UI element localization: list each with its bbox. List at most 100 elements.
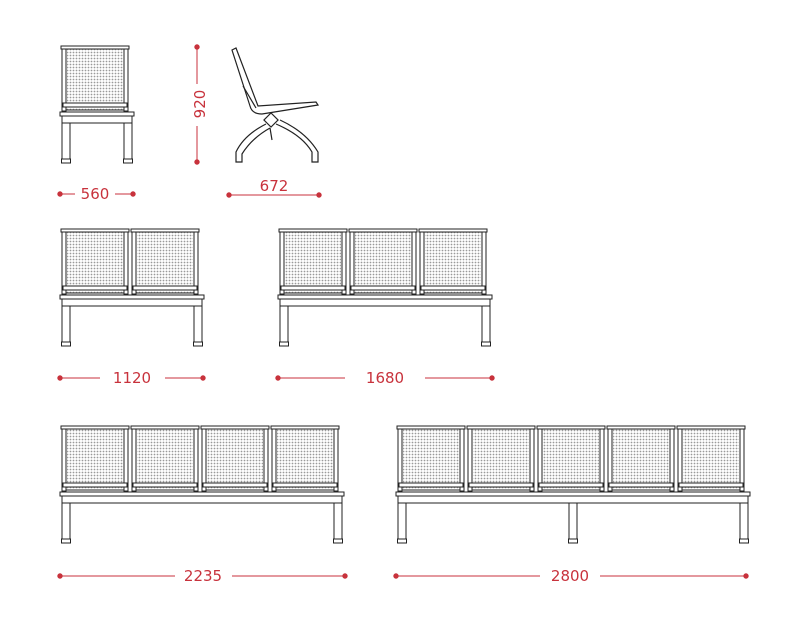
seat-edge — [135, 289, 195, 294]
seat-edge — [135, 486, 195, 491]
dimension-1680 — [275, 375, 495, 381]
back-post — [271, 426, 277, 492]
leg-foot — [568, 538, 578, 544]
three-seat-bench — [277, 228, 493, 347]
perforated-back-panel — [613, 429, 669, 485]
perforated-back-panel — [543, 429, 599, 485]
seat — [130, 425, 200, 492]
leg-foot — [397, 538, 407, 544]
seat-rail — [280, 285, 346, 291]
back-post — [193, 426, 199, 492]
dimension-1120 — [57, 375, 206, 381]
dimension-label-1120: 1120 — [113, 369, 151, 387]
leg — [61, 305, 71, 343]
back-top-rail — [130, 425, 200, 430]
back-post — [537, 426, 543, 492]
back-post — [419, 229, 425, 295]
back-post — [739, 426, 745, 492]
back-post — [459, 426, 465, 492]
bench-beam — [395, 491, 751, 497]
seat-edge — [471, 486, 531, 491]
back-post — [279, 229, 285, 295]
seat — [60, 425, 130, 492]
bench-beam — [59, 294, 205, 300]
back-post — [669, 426, 675, 492]
leg — [193, 305, 203, 343]
back-post — [123, 46, 129, 112]
back-post — [131, 426, 137, 492]
seat-edge — [353, 289, 413, 294]
dimension-2235 — [57, 573, 348, 579]
back-post — [411, 229, 417, 295]
seat — [270, 425, 340, 492]
perforated-back-panel — [355, 232, 411, 288]
perforated-back-panel — [207, 429, 263, 485]
seat-rail — [272, 482, 338, 488]
perforated-back-panel — [137, 232, 193, 288]
leg — [61, 502, 71, 540]
seat-rail — [62, 482, 128, 488]
seat — [676, 425, 746, 492]
leg — [61, 122, 71, 160]
back-post — [123, 426, 129, 492]
back-post — [529, 426, 535, 492]
back-post — [123, 229, 129, 295]
back-top-rail — [270, 425, 340, 430]
single-seat-front-view — [59, 45, 135, 164]
back-post — [349, 229, 355, 295]
seat — [60, 45, 130, 112]
seat-rail — [62, 285, 128, 291]
leg-foot — [61, 538, 71, 544]
dimension-label-1680: 1680 — [366, 369, 404, 387]
seat — [536, 425, 606, 492]
back-top-rail — [536, 425, 606, 430]
back-top-rail — [418, 228, 488, 233]
seat-rail — [132, 285, 198, 291]
bench-frame — [61, 298, 203, 307]
back-top-rail — [60, 45, 130, 50]
seat-rail — [538, 482, 604, 488]
five-seat-bench — [395, 425, 751, 544]
seat — [418, 228, 488, 295]
back-top-rail — [348, 228, 418, 233]
back-top-rail — [60, 425, 130, 430]
back-post — [607, 426, 613, 492]
perforated-back-panel — [473, 429, 529, 485]
seat-rail — [678, 482, 744, 488]
seat-edge — [283, 289, 343, 294]
back-post — [677, 426, 683, 492]
leg — [397, 502, 407, 540]
back-post — [263, 426, 269, 492]
seat — [60, 228, 130, 295]
perforated-back-panel — [285, 232, 341, 288]
seat-edge — [681, 486, 741, 491]
dimension-label-672: 672 — [260, 177, 289, 195]
bench-beam — [59, 111, 135, 117]
back-top-rail — [60, 228, 130, 233]
seat-edge — [65, 106, 125, 111]
back-post — [61, 426, 67, 492]
dimension-920 — [194, 44, 200, 165]
back-top-rail — [278, 228, 348, 233]
seat-edge — [65, 289, 125, 294]
bench-frame — [397, 495, 749, 504]
back-post — [193, 229, 199, 295]
back-post — [131, 229, 137, 295]
seat — [278, 228, 348, 295]
seat — [200, 425, 270, 492]
dimension-label-560: 560 — [81, 185, 110, 203]
back-post — [341, 229, 347, 295]
side-view-chair — [231, 47, 320, 163]
leg — [279, 305, 289, 343]
leg-foot — [279, 341, 289, 347]
seat-edge — [275, 486, 335, 491]
seat — [348, 228, 418, 295]
two-seat-bench — [59, 228, 205, 347]
back-post — [201, 426, 207, 492]
seat-edge — [205, 486, 265, 491]
back-post — [481, 229, 487, 295]
seat-edge — [65, 486, 125, 491]
back-top-rail — [676, 425, 746, 430]
leg — [739, 502, 749, 540]
